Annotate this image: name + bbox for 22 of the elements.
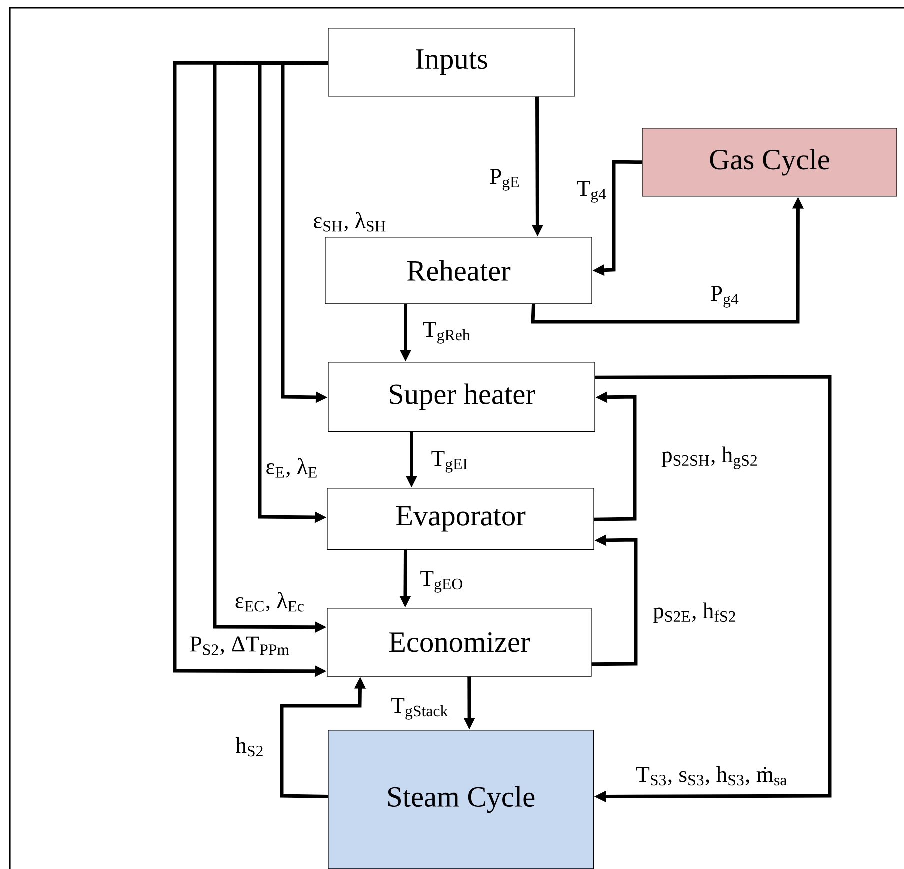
process-box: Evaporator [327, 488, 594, 550]
edge-label: P$_{S2}$, ΔT$_{PPm}$ [190, 636, 290, 656]
edge-label: ε$_{SH}$, λ$_{SH}$ [314, 212, 386, 232]
edge-label: ε$_{E}$, λ$_{E}$ [266, 458, 317, 478]
edge-label: p$_{S2SH}$, h$_{gS2}$ [662, 446, 757, 470]
edge-label: T$_{gStack}$ [392, 698, 448, 720]
edge-label: P$_{gE}$ [490, 169, 519, 191]
process-box: Inputs [328, 28, 576, 97]
process-box: Super heater [328, 362, 596, 432]
process-box: Reheater [325, 237, 592, 304]
edge-label: T$_{gEO}$ [420, 571, 462, 593]
edge-label: T$_{gReh}$ [423, 322, 470, 344]
process-box: Gas Cycle [642, 128, 898, 197]
edge-label: p$_{S2E}$, h$_{fS2}$ [653, 602, 736, 624]
process-box: Steam Cycle [328, 730, 594, 869]
edge-label: ε$_{EC}$, λ$_{Ec}$ [236, 592, 304, 612]
edge-label: P$_{g4}$ [711, 286, 739, 308]
process-box: Economizer [327, 608, 592, 677]
edge-label: h$_{S2}$ [236, 737, 263, 757]
edge-label: T$_{g4}$ [577, 181, 606, 203]
edge-label: T$_{gEI}$ [432, 451, 468, 473]
edge-label: T$_{S3}$, s$_{S3}$, h$_{S3}$, ṁ$_{sa}$ [636, 766, 788, 786]
